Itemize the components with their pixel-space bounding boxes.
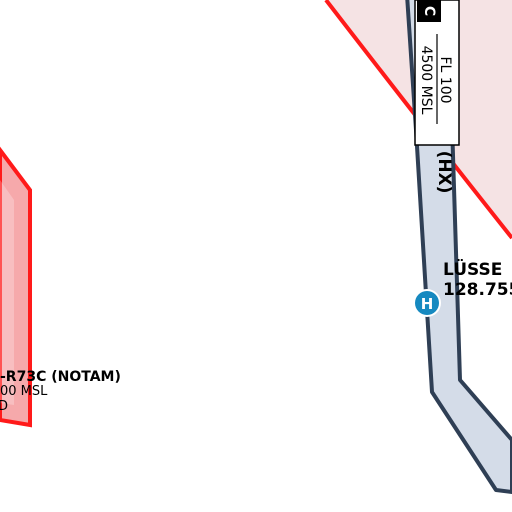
airspace-class-letter: C	[421, 6, 437, 16]
heliport-frequency: 128.755	[443, 280, 512, 300]
restricted-area-lower-limit: 00 MSL	[0, 384, 48, 399]
airspace-upper-limit: FL 100	[437, 56, 453, 103]
restricted-area-extra: D	[0, 399, 8, 414]
airspace-lower-limit: 4500 MSL	[418, 46, 434, 115]
restricted-area-inner-band	[0, 180, 14, 405]
airspace-class-box[interactable]: C FL 100 4500 MSL	[414, 0, 460, 146]
heliport-name: LÜSSE	[443, 258, 502, 280]
heliport-marker-icon[interactable]: H	[413, 289, 441, 317]
restricted-area-r73c[interactable]	[0, 146, 32, 428]
heliport-marker-letter: H	[421, 295, 434, 313]
restricted-area-name: -R73C (NOTAM)	[0, 369, 121, 385]
route-label: (HX)	[434, 151, 454, 194]
